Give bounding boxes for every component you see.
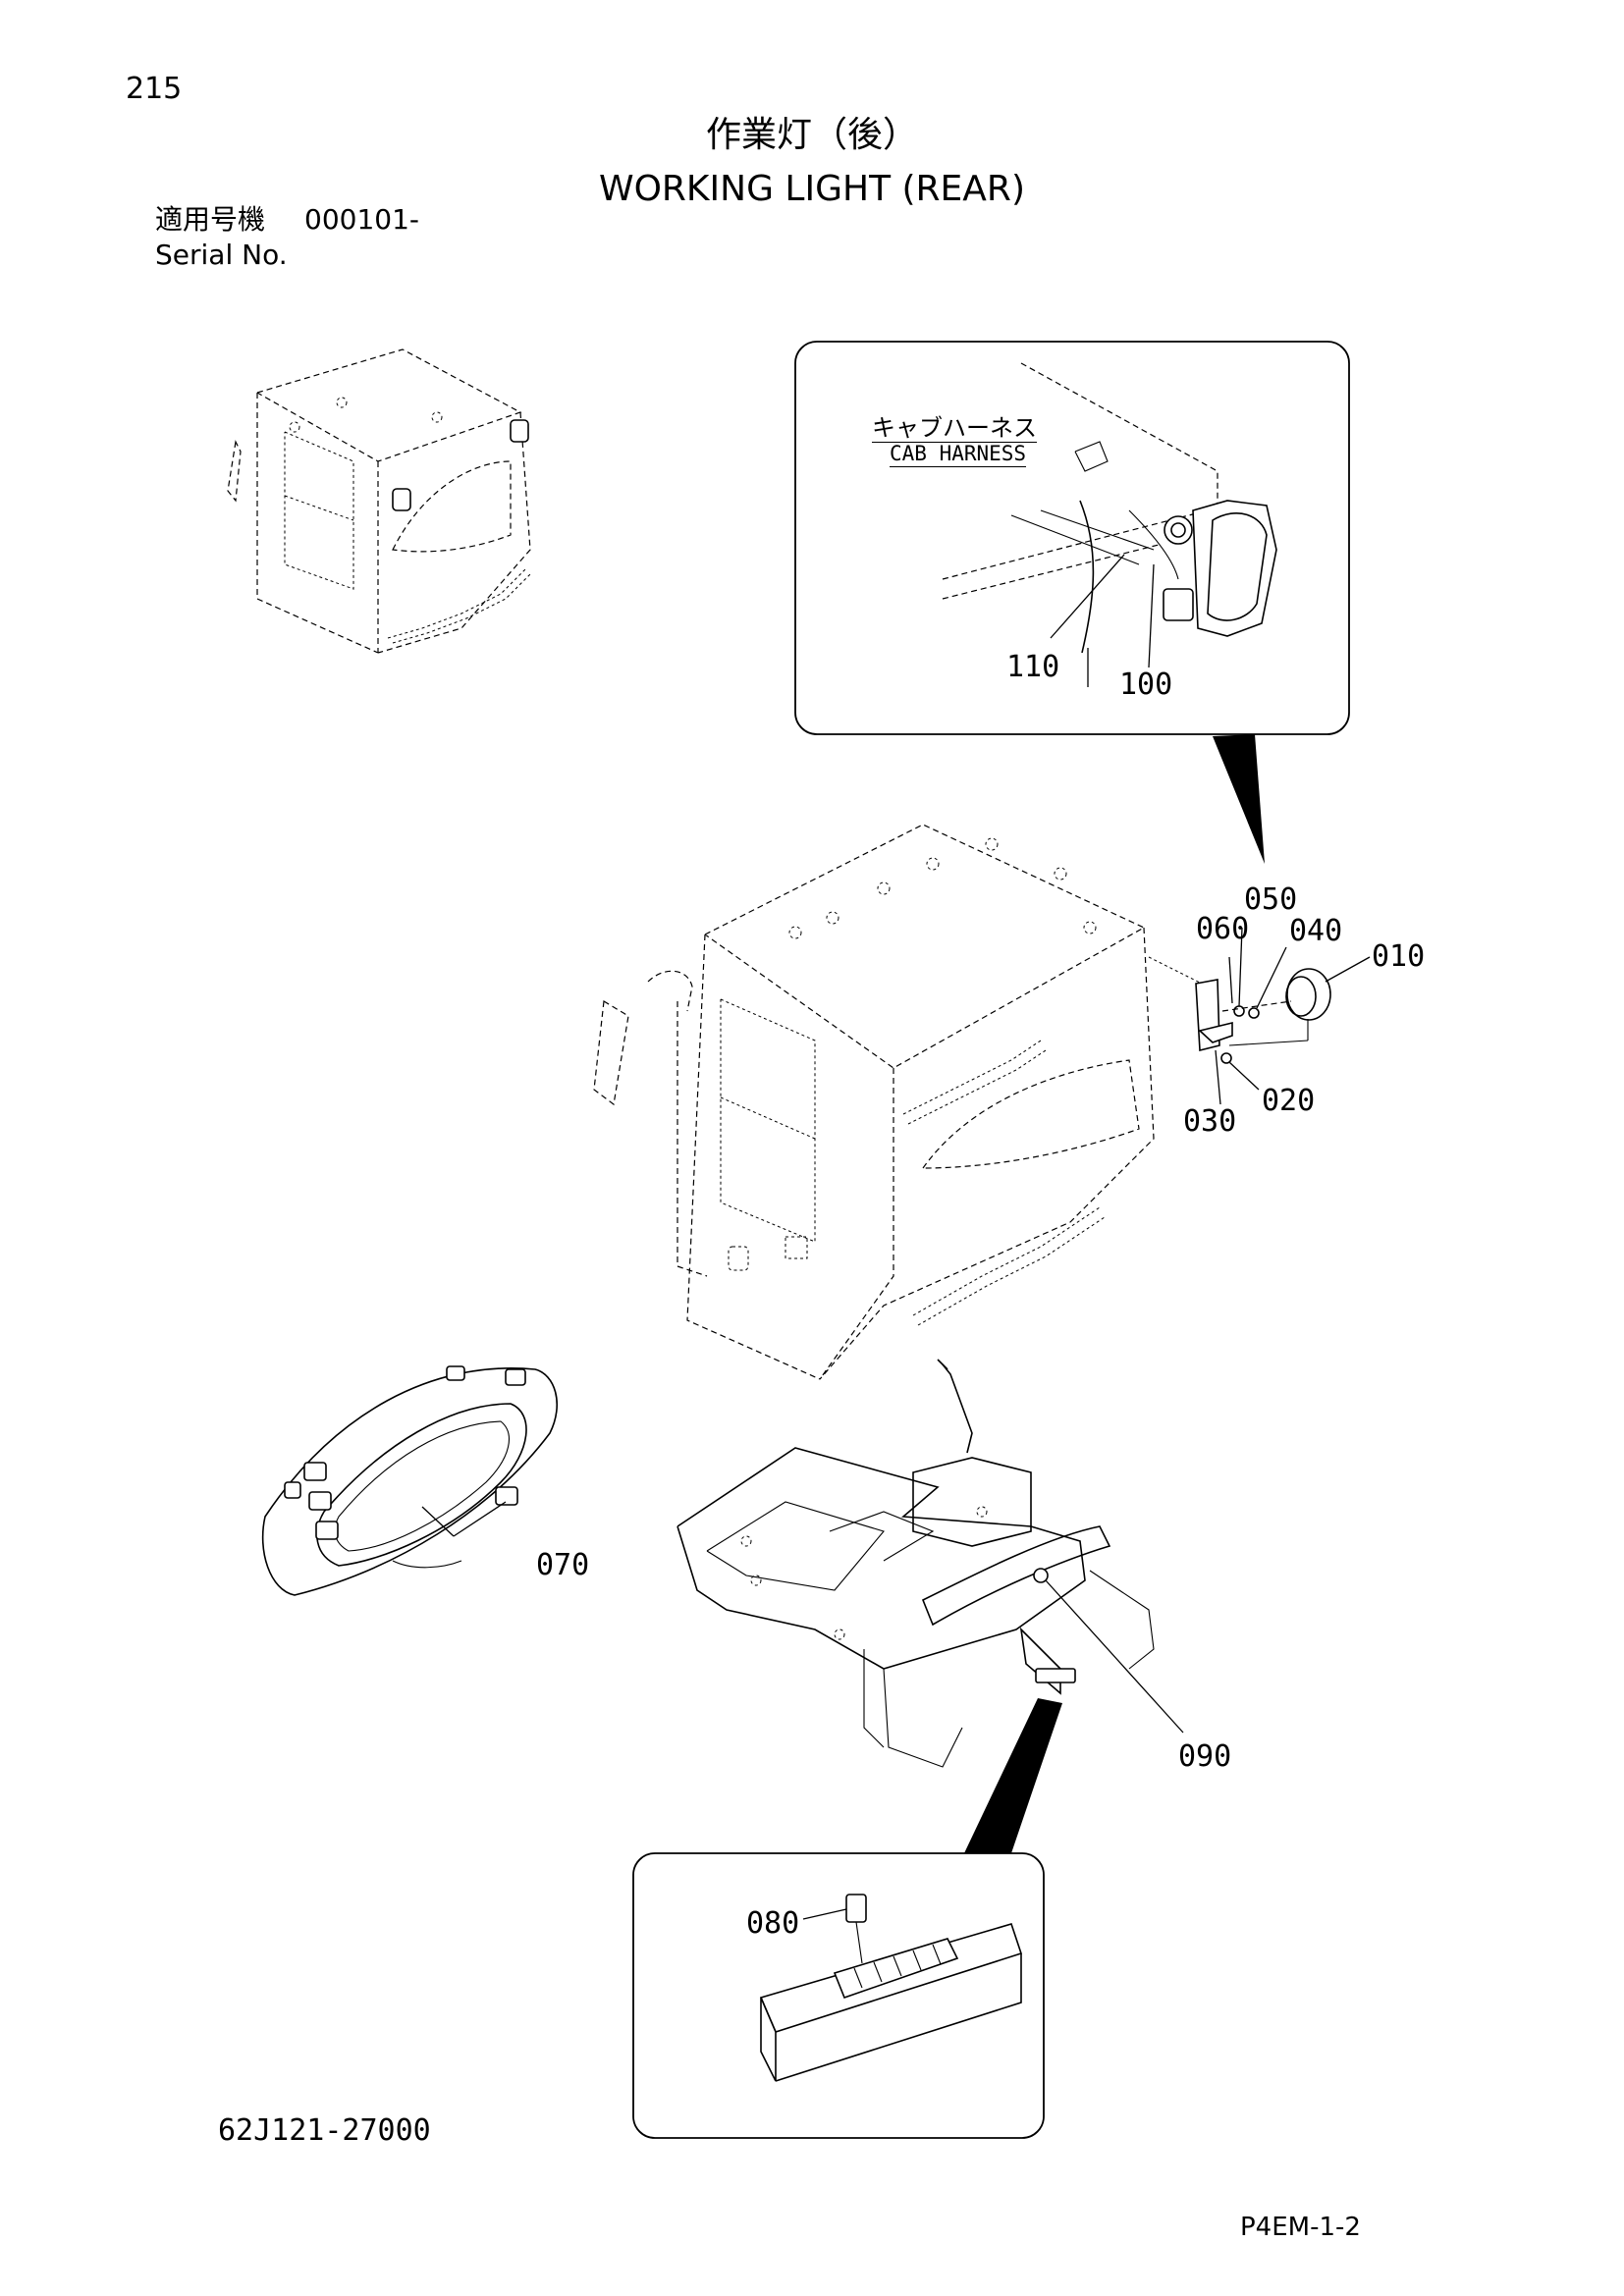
- work-lamp-icon: [1163, 500, 1277, 637]
- serial-range: 000101-: [304, 203, 419, 236]
- serial-label-en: Serial No.: [155, 239, 288, 271]
- page-title-en: WORKING LIGHT (REAR): [598, 169, 1025, 209]
- fuse-box-icon: [1035, 1668, 1076, 1683]
- sheet-code: P4EM-1-2: [1240, 2213, 1361, 2242]
- detail-pointer-top: [1213, 734, 1265, 864]
- part-callout-070: 070: [536, 1548, 590, 1582]
- work-light-switch-icon: [495, 1486, 518, 1506]
- detail-box-bottom: [632, 1852, 1045, 2139]
- fuse-icon: [845, 1894, 867, 1923]
- detail-box-top: [794, 341, 1350, 735]
- harness-label-jp: キャブハーネス: [872, 414, 1037, 443]
- rear-light-icon: [510, 419, 529, 443]
- switch-panel-illustration: [261, 1365, 558, 1596]
- cab-floor-frame-illustration: [677, 1359, 1184, 1768]
- harness-label-en: CAB HARNESS: [890, 442, 1027, 467]
- cab-overview-illustration: [227, 348, 531, 654]
- part-callout-100: 100: [1119, 667, 1173, 702]
- part-callout-110: 110: [1006, 650, 1060, 684]
- part-callout-030: 030: [1183, 1104, 1237, 1139]
- rear-light-icon: [392, 488, 411, 511]
- part-callout-050: 050: [1244, 882, 1298, 917]
- fuse-block-detail: [759, 1894, 1023, 2082]
- main-cab-illustration: [593, 824, 1209, 1380]
- part-callout-020: 020: [1262, 1084, 1316, 1118]
- page-title-jp: 作業灯（後）: [705, 115, 918, 155]
- part-callout-090: 090: [1178, 1739, 1232, 1774]
- detail-pointer-bottom: [964, 1698, 1062, 1853]
- serial-label-jp: 適用号機: [155, 203, 266, 236]
- part-callout-060: 060: [1196, 912, 1250, 946]
- rear-light-assembly: [1195, 927, 1371, 1105]
- part-callout-080: 080: [746, 1906, 800, 1941]
- rear-lamp-icon: [1286, 968, 1331, 1021]
- working-light-detail: [942, 362, 1277, 687]
- page-number: 215: [126, 72, 183, 106]
- part-callout-010: 010: [1372, 939, 1426, 974]
- part-callout-040: 040: [1289, 914, 1343, 948]
- drawing-code: 62J121-27000: [218, 2113, 431, 2148]
